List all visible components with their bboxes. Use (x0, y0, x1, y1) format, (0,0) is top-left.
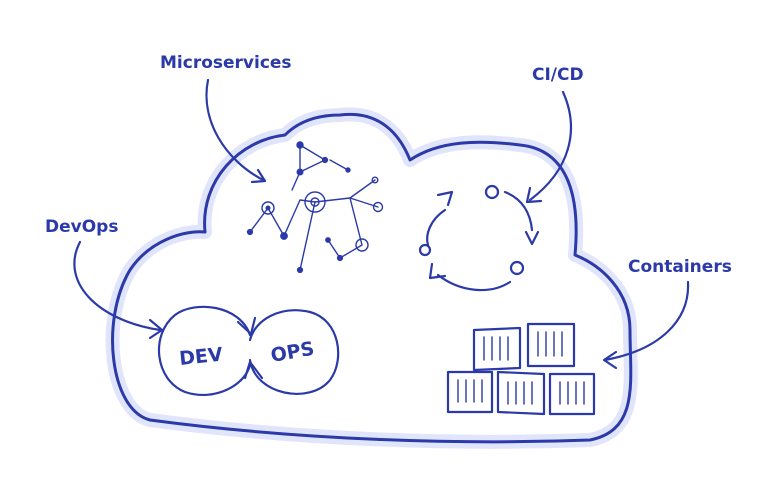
dev-text: DEV (178, 344, 224, 370)
containers-stack-icon (446, 322, 596, 416)
container-box (548, 372, 596, 416)
devops-loop-icon: DEV OPS (157, 305, 340, 397)
label-microservices: Microservices (160, 53, 292, 73)
label-cicd: CI/CD (532, 65, 584, 85)
container-box (526, 322, 576, 368)
arrow-containers (602, 280, 690, 370)
arrow-devops (73, 240, 164, 340)
ops-text: OPS (269, 338, 316, 367)
container-box (446, 370, 494, 414)
label-containers: Containers (628, 257, 732, 277)
cicd-cycle-icon (418, 184, 540, 292)
container-box (496, 370, 546, 416)
microservices-graph-icon (246, 141, 384, 274)
container-box (472, 326, 522, 372)
cloud-outline (105, 107, 638, 449)
label-devops: DevOps (45, 217, 118, 237)
arrow-microservices (205, 78, 267, 184)
arrow-cicd (525, 90, 572, 204)
